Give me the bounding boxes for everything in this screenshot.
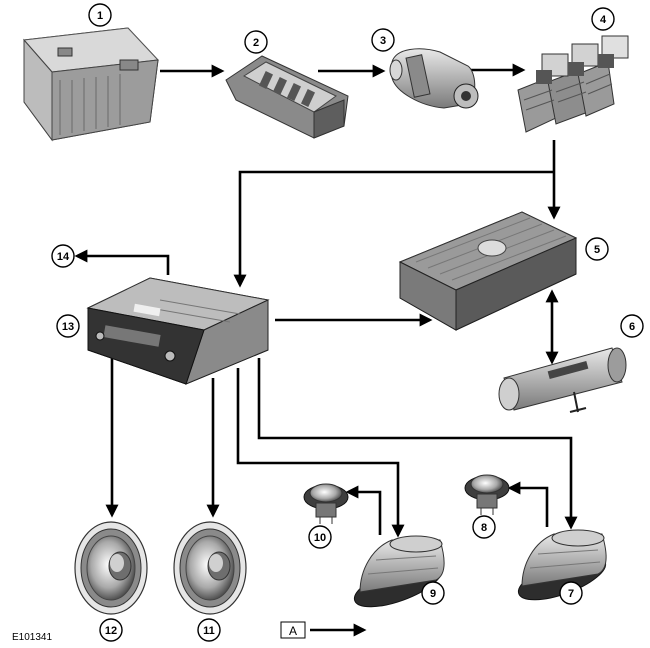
callout-label-13: 13 <box>62 321 74 333</box>
wire-connectors-to-audio-unit <box>233 170 554 288</box>
wire-audio-unit-to-14 <box>74 249 170 275</box>
callout-7: 7 <box>559 581 583 605</box>
callout-3: 3 <box>371 28 395 52</box>
callout-label-1: 1 <box>97 10 103 22</box>
callout-13: 13 <box>56 314 80 338</box>
callout-label-5: 5 <box>594 244 600 256</box>
wiring <box>74 63 578 538</box>
audio-unit-icon <box>86 277 270 385</box>
callout-10: 10 <box>308 525 332 549</box>
callout-label-4: 4 <box>600 14 607 26</box>
callout-label-10: 10 <box>314 532 326 544</box>
tweeter-icon <box>464 474 510 515</box>
wire-9-to-10 <box>345 485 382 535</box>
fuse-box-icon <box>225 55 349 139</box>
battery-icon <box>22 27 160 142</box>
door-speaker-icon <box>517 529 607 601</box>
reference-code: E101341 <box>12 632 52 643</box>
callout-2: 2 <box>244 30 268 54</box>
callout-label-8: 8 <box>481 522 487 534</box>
wire-audio-unit-to-9 <box>236 368 405 538</box>
ignition-switch-icon <box>389 48 479 109</box>
callout-label-14: 14 <box>57 251 70 263</box>
callout-11: 11 <box>197 618 221 642</box>
callout-5: 5 <box>585 237 609 261</box>
legend-key-box <box>280 621 306 639</box>
callout-label-12: 12 <box>105 625 117 637</box>
callout-label-11: 11 <box>203 625 215 637</box>
cylindrical-module-icon <box>498 347 627 413</box>
legend-key-label: A <box>289 624 297 638</box>
wire-audio-unit-to-7 <box>257 358 578 530</box>
junction-connector-icon <box>517 35 629 133</box>
callout-9: 9 <box>421 581 445 605</box>
round-speaker-icon <box>173 521 247 615</box>
callout-1: 1 <box>88 3 112 27</box>
callout-label-7: 7 <box>568 588 574 600</box>
callout-8: 8 <box>472 515 496 539</box>
callout-label-6: 6 <box>629 321 635 333</box>
callout-label-3: 3 <box>380 35 386 47</box>
amplifier-icon <box>398 211 578 331</box>
callout-label-9: 9 <box>430 588 436 600</box>
legend: A <box>280 621 367 639</box>
callout-12: 12 <box>99 618 123 642</box>
callout-4: 4 <box>591 7 615 31</box>
wire-7-to-8 <box>507 481 549 527</box>
callout-6: 6 <box>620 314 644 338</box>
round-speaker-icon <box>74 521 148 615</box>
door-speaker-icon <box>353 535 445 608</box>
callout-label-2: 2 <box>253 37 259 49</box>
callout-14: 14 <box>51 244 75 268</box>
tweeter-icon <box>303 483 349 524</box>
